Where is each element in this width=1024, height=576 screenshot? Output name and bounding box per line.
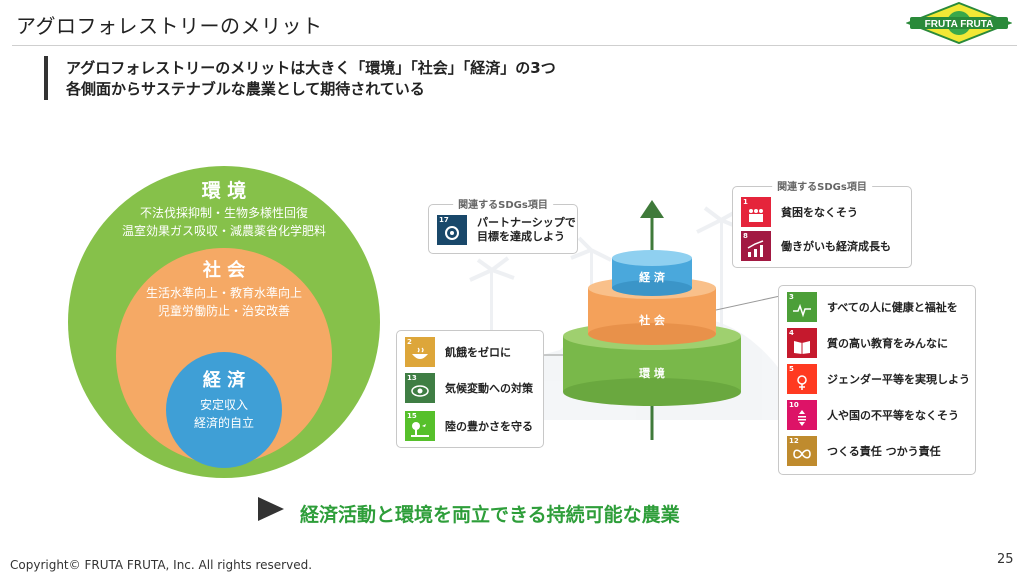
gender-icon xyxy=(797,375,807,390)
sdg-3-tile: 3 xyxy=(787,292,817,322)
equality-icon xyxy=(798,410,806,426)
tree-bird-icon xyxy=(411,422,429,437)
sdg-2-tile: 2 xyxy=(405,337,435,367)
sdg-item-5: 5 ジェンダー平等を実現しよう xyxy=(787,364,970,394)
sdg-2-number: 2 xyxy=(407,338,412,346)
environment-desc: 不法伐採抑制・生物多様性回復 温室効果ガス吸収・減農薬省化学肥料 xyxy=(68,204,380,240)
sdg-13-number: 13 xyxy=(407,374,417,382)
environment-desc-line-1: 不法伐採抑制・生物多様性回復 xyxy=(139,206,308,220)
sdg-1-number: 1 xyxy=(743,198,748,206)
book-icon xyxy=(794,341,810,354)
layered-cake-diagram: 経 済 社 会 環 境 xyxy=(440,200,781,440)
sdg-17-number: 17 xyxy=(439,216,449,224)
society-desc: 生活水準向上・教育水準向上 児童労働防止・治安改善 xyxy=(68,284,380,320)
sdg-8-label: 働きがいも経済成長も xyxy=(781,240,891,253)
sdg-15-label: 陸の豊かさを守る xyxy=(445,420,533,433)
sdg-10-tile: 10 xyxy=(787,400,817,430)
sdg-item-13: 13 気候変動への対策 xyxy=(405,373,533,403)
sdg-17-label: パートナーシップで 目標を達成しよう xyxy=(477,216,576,244)
pyramid-environment-label: 環 境 xyxy=(639,366,665,380)
heartbeat-icon xyxy=(793,303,811,318)
sdg-15-tile: 15 xyxy=(405,411,435,441)
sdg-17-label-line-2: 目標を達成しよう xyxy=(477,230,565,243)
sdg-5-number: 5 xyxy=(789,365,794,373)
economy-desc: 安定収入 経済的自立 xyxy=(68,396,380,432)
people-icon xyxy=(749,209,763,222)
page-title: アグロフォレストリーのメリット xyxy=(16,14,323,38)
sdg-item-4: 4 質の高い教育をみんなに xyxy=(787,328,948,358)
environment-desc-line-2: 温室効果ガス吸収・減農薬省化学肥料 xyxy=(121,224,326,238)
tagline-arrow-icon xyxy=(258,497,284,521)
sdg-box-title: 関連するSDGs項目 xyxy=(453,196,553,211)
pyramid-society-label: 社 会 xyxy=(638,313,666,327)
title-divider xyxy=(12,45,1017,46)
pyramid-economy-label: 経 済 xyxy=(639,270,666,284)
growth-chart-icon xyxy=(747,240,764,257)
sdg-12-label: つくる責任 つかう責任 xyxy=(827,445,941,458)
sdg-1-tile: 1 xyxy=(741,197,771,227)
lead-line-2: 各側面からサステナブルな農業として期待されている xyxy=(66,80,425,98)
sdg-item-8: 8 働きがいも経済成長も xyxy=(741,231,891,261)
nested-circles-diagram: 環 境 不法伐採抑制・生物多様性回復 温室効果ガス吸収・減農薬省化学肥料 社 会… xyxy=(68,166,380,478)
copyright: Copyright© FRUTA FRUTA, Inc. All rights … xyxy=(10,558,313,572)
sdg-5-label: ジェンダー平等を実現しよう xyxy=(827,373,970,386)
sdg-2-label: 飢餓をゼロに xyxy=(445,346,511,359)
sdg-item-3: 3 すべての人に健康と福祉を xyxy=(787,292,958,322)
sdg-15-number: 15 xyxy=(407,412,417,420)
sdg-8-tile: 8 xyxy=(741,231,771,261)
sdg-4-label: 質の高い教育をみんなに xyxy=(827,337,948,350)
sdg-3-label: すべての人に健康と福祉を xyxy=(827,301,958,314)
sdg-1-label: 貧困をなくそう xyxy=(781,206,858,219)
sdg-item-12: 12 つくる責任 つかう責任 xyxy=(787,436,941,466)
lead-line-1: アグロフォレストリーのメリットは大きく「環境」「社会」「経済」の3つ xyxy=(66,59,556,77)
lead-text: アグロフォレストリーのメリットは大きく「環境」「社会」「経済」の3つ 各側面から… xyxy=(66,58,556,100)
growth-arrow-head xyxy=(640,200,664,218)
sdg-box-economy-right: 関連するSDGs項目 1 貧困をなくそう 8 働きがいも経済成長も xyxy=(732,178,912,268)
fruta-fruta-logo: FRUTA FRUTA xyxy=(906,2,1012,44)
sdg-10-label: 人や国の不平等をなくそう xyxy=(827,409,959,422)
society-title: 社 会 xyxy=(202,260,246,281)
economy-circle xyxy=(166,352,282,468)
sdg-box-society: 3 すべての人に健康と福祉を 4 質の高い教育をみんなに 5 ジェンダー平等を実… xyxy=(778,285,976,475)
environment-title: 環 境 xyxy=(201,180,247,202)
sdg-12-number: 12 xyxy=(789,437,799,445)
economy-desc-line-2: 経済的自立 xyxy=(193,416,254,430)
sdg-item-2: 2 飢餓をゼロに xyxy=(405,337,511,367)
lead-accent-bar xyxy=(44,56,48,100)
sdg-box-economy-left: 関連するSDGs項目 17 パートナーシップで 目標を達成しよう xyxy=(428,196,578,254)
connector-society xyxy=(715,295,781,311)
sdg-4-number: 4 xyxy=(789,329,794,337)
eye-globe-icon xyxy=(411,385,429,397)
logo-text: FRUTA FRUTA xyxy=(925,19,994,30)
sdg-12-tile: 12 xyxy=(787,436,817,466)
sdg-13-label: 気候変動への対策 xyxy=(445,382,533,395)
partnership-icon xyxy=(445,226,459,240)
society-desc-line-2: 児童労働防止・治安改善 xyxy=(157,304,290,318)
page-number: 25 xyxy=(997,552,1014,567)
tagline: 経済活動と環境を両立できる持続可能な農業 xyxy=(300,504,680,526)
economy-desc-line-1: 安定収入 xyxy=(199,398,248,412)
sdg-item-1: 1 貧困をなくそう xyxy=(741,197,858,227)
sdg-item-10: 10 人や国の不平等をなくそう xyxy=(787,400,959,430)
sdg-3-number: 3 xyxy=(789,293,794,301)
sdg-item-15: 15 陸の豊かさを守る xyxy=(405,411,533,441)
sdg-17-tile: 17 xyxy=(437,215,467,245)
society-desc-line-1: 生活水準向上・教育水準向上 xyxy=(145,286,302,300)
sdg-item-17: 17 パートナーシップで 目標を達成しよう xyxy=(437,215,576,245)
sdg-8-number: 8 xyxy=(743,232,748,240)
sdg-5-tile: 5 xyxy=(787,364,817,394)
bowl-icon xyxy=(412,347,428,359)
sdg-4-tile: 4 xyxy=(787,328,817,358)
sdg-box-environment: 2 飢餓をゼロに 13 気候変動への対策 15 陸の豊かさを守る xyxy=(396,330,544,448)
economy-title: 経 済 xyxy=(202,370,246,391)
sdg-10-number: 10 xyxy=(789,401,799,409)
economy-tier xyxy=(612,250,692,266)
infinity-icon xyxy=(793,449,811,459)
sdg-box-title: 関連するSDGs項目 xyxy=(772,178,872,193)
sdg-17-label-line-1: パートナーシップで xyxy=(477,216,576,229)
sdg-13-tile: 13 xyxy=(405,373,435,403)
